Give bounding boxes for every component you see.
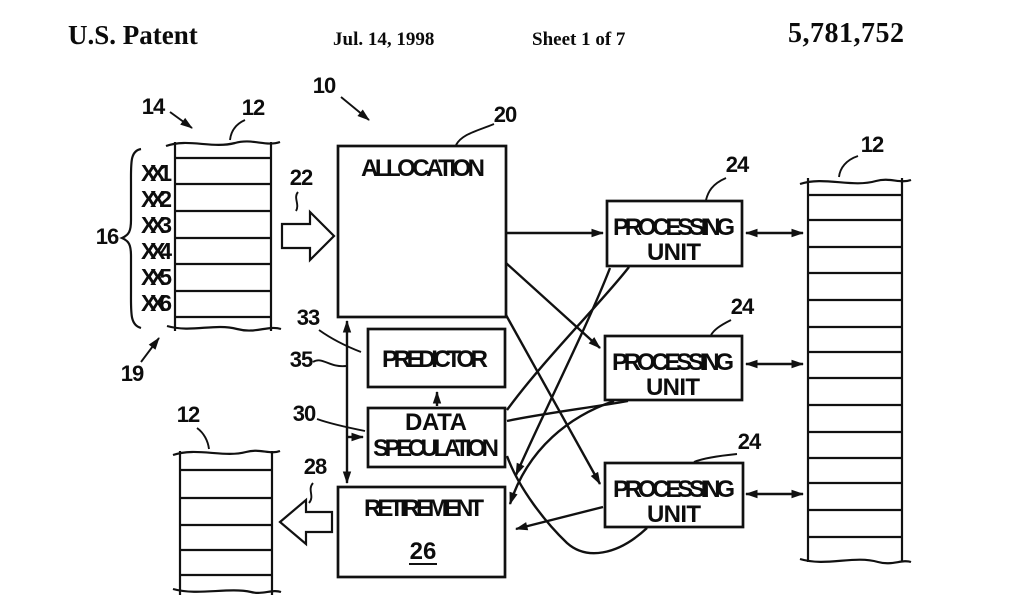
ref-16-label: 16 bbox=[96, 224, 119, 249]
ref-12-label: 12 bbox=[861, 132, 884, 157]
processing-unit-label-line1: PROCESSING bbox=[613, 214, 735, 241]
ref-28-label: 28 bbox=[304, 454, 327, 479]
patent-header-date: Jul. 14, 1998 bbox=[333, 29, 435, 50]
line-pu3-to-data-speculation-loop bbox=[505, 455, 648, 555]
ref-12-label: 12 bbox=[177, 402, 200, 427]
ref-14-label: 14 bbox=[142, 94, 166, 119]
instruction-label: XX6 bbox=[141, 290, 172, 316]
arrow-pu1-to-retirement bbox=[514, 267, 612, 476]
ref-12-leader bbox=[196, 427, 210, 450]
ref-12-label: 12 bbox=[242, 95, 265, 120]
retirement-box: RETIREMENT 26 bbox=[336, 485, 507, 579]
table-torn-bottom-edge bbox=[799, 557, 912, 565]
allocation-label: ALLOCATION bbox=[361, 155, 485, 182]
data-speculation-label-line1: DATA bbox=[405, 409, 467, 436]
processing-unit-label-line2: UNIT bbox=[647, 501, 701, 528]
output-block-arrow bbox=[278, 497, 334, 547]
ref-20-leader bbox=[455, 123, 495, 146]
ref-30-label: 30 bbox=[293, 401, 316, 426]
table-torn-bottom-edge bbox=[172, 587, 282, 594]
instruction-label: XX4 bbox=[141, 238, 172, 264]
retirement-number-label: 26 bbox=[410, 538, 437, 565]
patent-header-number: 5,781,752 bbox=[788, 18, 905, 49]
ref-20-label: 20 bbox=[494, 102, 517, 127]
processing-unit-label-line1: PROCESSING bbox=[613, 476, 735, 503]
ref-10-label: 10 bbox=[313, 73, 336, 98]
ref-24-label: 24 bbox=[726, 152, 750, 177]
ref-22-leader bbox=[295, 191, 299, 212]
ref-33-leader bbox=[318, 329, 362, 353]
brace-16 bbox=[119, 147, 142, 330]
ref-24-leader bbox=[693, 453, 738, 463]
table-torn-top-edge bbox=[165, 140, 281, 148]
processing-unit-label-line2: UNIT bbox=[647, 239, 701, 266]
ref-33-label: 33 bbox=[297, 305, 320, 330]
retirement-label: RETIREMENT bbox=[364, 495, 484, 522]
predictor-label: PREDICTOR bbox=[382, 346, 488, 373]
processing-unit-label-line2: UNIT bbox=[646, 374, 700, 401]
instruction-label: XX1 bbox=[141, 160, 172, 186]
ref-24-leader bbox=[705, 177, 727, 201]
reference-numerals: 10 14 12 16 19 20 22 33 35 30 28 24 24 bbox=[96, 73, 885, 504]
ref-22-label: 22 bbox=[290, 165, 313, 190]
instruction-label: XX2 bbox=[141, 186, 172, 212]
processing-unit-1-box: PROCESSING UNIT bbox=[605, 199, 744, 268]
ref-24-label: 24 bbox=[731, 294, 755, 319]
ref-24-leader bbox=[710, 319, 732, 336]
ref-14-arrow bbox=[169, 111, 193, 129]
ref-19-label: 19 bbox=[121, 361, 144, 386]
arrow-pu3-to-retirement bbox=[515, 505, 604, 531]
ref-12-leader bbox=[229, 119, 246, 141]
line-pu1-to-data-speculation bbox=[506, 266, 630, 411]
ref-30-leader bbox=[316, 418, 366, 432]
instruction-label: XX3 bbox=[141, 212, 172, 238]
instruction-label: XX5 bbox=[141, 264, 172, 290]
allocation-box: ALLOCATION bbox=[336, 144, 508, 319]
ref-35-leader bbox=[312, 359, 347, 368]
ref-24-label: 24 bbox=[738, 429, 762, 454]
ref-35-label: 35 bbox=[290, 347, 313, 372]
ref-12-leader bbox=[838, 155, 859, 178]
arrow-allocation-to-pu3 bbox=[504, 314, 602, 485]
input-block-arrow bbox=[280, 209, 336, 263]
processing-unit-3-box: PROCESSING UNIT bbox=[603, 461, 745, 529]
data-speculation-label-line2: SPECULATION bbox=[373, 435, 499, 462]
table-torn-top-edge bbox=[799, 178, 912, 186]
arrow-allocation-to-pu2 bbox=[505, 262, 601, 349]
instruction-buffer-table: XX1 XX2 XX3 XX4 XX5 XX6 bbox=[119, 140, 282, 332]
processing-unit-label-line1: PROCESSING bbox=[612, 349, 734, 376]
patent-header-title: U.S. Patent bbox=[68, 20, 198, 50]
ref-10-arrow bbox=[340, 96, 370, 121]
patent-header-sheet: Sheet 1 of 7 bbox=[532, 29, 626, 50]
table-torn-bottom-edge bbox=[166, 324, 282, 332]
predictor-box: PREDICTOR bbox=[366, 327, 507, 389]
table-torn-top-edge bbox=[172, 449, 281, 457]
data-speculation-box: DATA SPECULATION bbox=[366, 406, 507, 469]
register-file-right-table bbox=[799, 178, 912, 565]
processing-unit-2-box: PROCESSING UNIT bbox=[603, 334, 744, 402]
line-pu2-to-data-speculation bbox=[506, 399, 629, 423]
register-file-bottom-left-table bbox=[172, 449, 282, 595]
ref-28-leader bbox=[308, 482, 314, 504]
ref-19-arrow bbox=[140, 337, 160, 363]
